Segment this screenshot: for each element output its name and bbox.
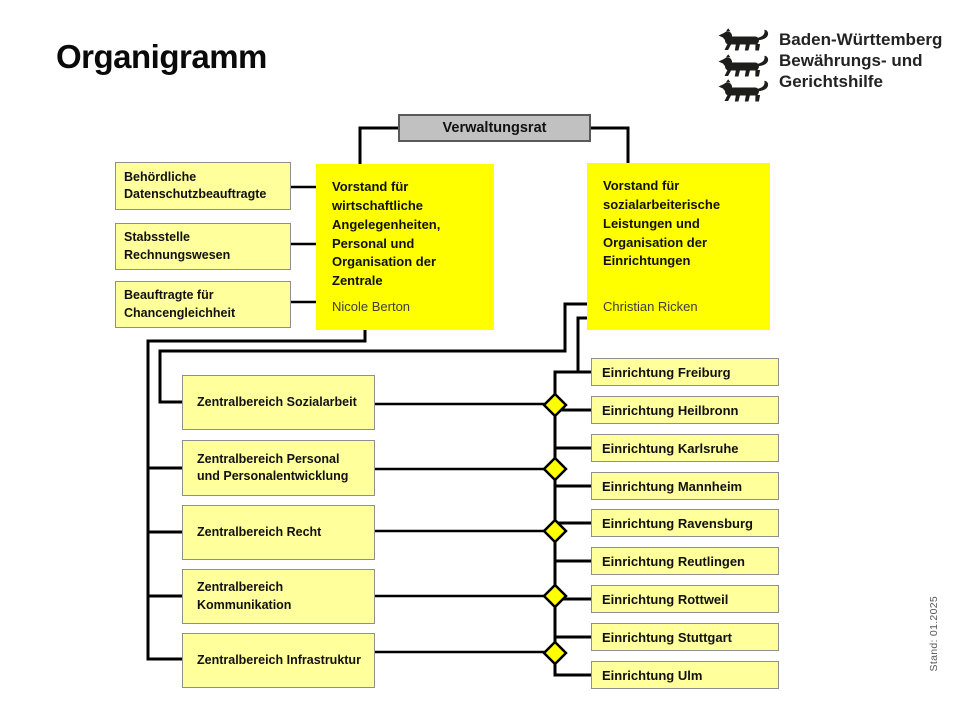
- baden-wuerttemberg-lions-icon: [716, 28, 770, 102]
- logo-wordmark: Baden-Württemberg Bewährungs- und Gerich…: [779, 29, 942, 92]
- board-member-name: Christian Ricken: [603, 299, 698, 315]
- staff-unit-box-rechnungswesen: Stabsstelle Rechnungswesen: [115, 223, 291, 270]
- junction-diamond: [542, 583, 568, 609]
- version-note: Stand: 01.2025: [928, 596, 940, 672]
- staff-unit-label: Beauftragte für Chancengleichheit: [124, 288, 236, 320]
- board-title: Vorstand für wirtschaftliche Angelegenhe…: [332, 179, 441, 289]
- facility-box-mannheim: Einrichtung Mannheim: [591, 472, 779, 500]
- central-unit-box-kommunikation: Zentralbereich Kommunikation: [182, 569, 375, 624]
- facility-box-heilbronn: Einrichtung Heilbronn: [591, 396, 779, 424]
- junction-diamond: [542, 518, 568, 544]
- staff-unit-box-datenschutz: Behördliche Datenschutzbeauftragte: [115, 162, 291, 210]
- lion-icon: [718, 53, 769, 76]
- central-unit-label: Zentralbereich Recht: [197, 524, 322, 539]
- staff-unit-box-chancengleichheit: Beauftragte für Chancengleichheit: [115, 281, 291, 328]
- facility-box-freiburg: Einrichtung Freiburg: [591, 358, 779, 386]
- facility-label: Einrichtung Ulm: [602, 667, 703, 683]
- board-member-name: Nicole Berton: [332, 299, 411, 315]
- facility-label: Einrichtung Heilbronn: [602, 402, 739, 418]
- facility-label: Einrichtung Stuttgart: [602, 629, 732, 645]
- board-title: Vorstand für sozialarbeiterische Leistun…: [603, 178, 721, 269]
- facility-box-rottweil: Einrichtung Rottweil: [591, 585, 779, 613]
- central-unit-box-recht: Zentralbereich Recht: [182, 505, 375, 560]
- facility-label: Einrichtung Freiburg: [602, 364, 731, 380]
- facility-box-ulm: Einrichtung Ulm: [591, 661, 779, 689]
- staff-unit-label: Stabsstelle Rechnungswesen: [124, 230, 231, 262]
- central-unit-label: Zentralbereich Personal und Personalentw…: [197, 451, 349, 484]
- junction-diamond: [542, 456, 568, 482]
- lion-icon: [718, 28, 769, 51]
- board-box-sozialarbeit: Vorstand für sozialarbeiterische Leistun…: [587, 163, 770, 330]
- logo-line-2: Bewährungs- und: [779, 51, 923, 70]
- lion-icon: [718, 79, 769, 102]
- facility-label: Einrichtung Reutlingen: [602, 553, 745, 569]
- root-box-verwaltungsrat: Verwaltungsrat: [398, 114, 591, 142]
- central-unit-box-personal: Zentralbereich Personal und Personalentw…: [182, 440, 375, 496]
- central-unit-box-sozialarbeit: Zentralbereich Sozialarbeit: [182, 375, 375, 430]
- facility-box-karlsruhe: Einrichtung Karlsruhe: [591, 434, 779, 462]
- facility-label: Einrichtung Mannheim: [602, 478, 743, 494]
- junction-diamond: [542, 392, 568, 418]
- facility-label: Einrichtung Rottweil: [602, 591, 729, 607]
- logo-line-1: Baden-Württemberg: [779, 30, 943, 49]
- central-unit-box-infrastruktur: Zentralbereich Infrastruktur: [182, 633, 375, 688]
- central-unit-label: Zentralbereich Kommunikation: [197, 580, 292, 612]
- board-box-wirtschaft: Vorstand für wirtschaftliche Angelegenhe…: [316, 164, 494, 330]
- logo-line-3: Gerichtshilfe: [779, 72, 883, 91]
- central-unit-label: Zentralbereich Sozialarbeit: [197, 394, 357, 409]
- facility-box-reutlingen: Einrichtung Reutlingen: [591, 547, 779, 575]
- junction-diamond: [542, 640, 568, 666]
- facility-box-ravensburg: Einrichtung Ravensburg: [591, 509, 779, 537]
- central-unit-label: Zentralbereich Infrastruktur: [197, 652, 361, 667]
- page-title: Organigramm: [56, 38, 267, 75]
- staff-unit-label: Behördliche Datenschutzbeauftragte: [124, 169, 267, 202]
- facility-box-stuttgart: Einrichtung Stuttgart: [591, 623, 779, 651]
- facility-label: Einrichtung Ravensburg: [602, 515, 753, 531]
- facility-label: Einrichtung Karlsruhe: [602, 440, 739, 456]
